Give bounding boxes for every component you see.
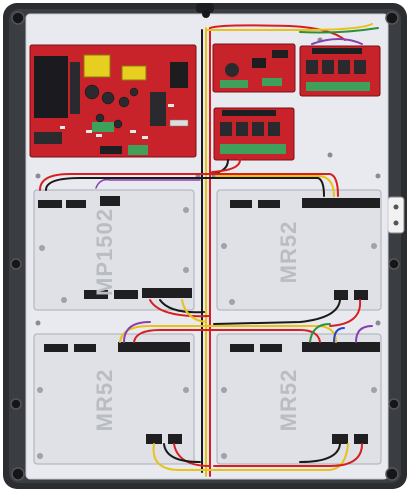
- mounting-hole: [10, 258, 22, 270]
- relay4-connector[interactable]: [312, 48, 362, 54]
- wire-green: [299, 27, 379, 34]
- relay-terminal-green[interactable]: [262, 78, 282, 86]
- relay-terminal-green[interactable]: [220, 80, 248, 88]
- power-supply-board[interactable]: [29, 44, 197, 158]
- transformer: [34, 56, 68, 118]
- mr52-board-bottom-right[interactable]: MR52: [216, 333, 382, 465]
- heatsink: [70, 62, 80, 114]
- hinge-notch-left: [196, 3, 214, 13]
- mounting-hole: [388, 258, 400, 270]
- relay-capacitor: [225, 63, 239, 77]
- wire-black: [159, 299, 205, 314]
- wire-black: [163, 443, 201, 463]
- psu-terminal-block[interactable]: [34, 132, 62, 144]
- wire-red: [209, 24, 346, 41]
- mounting-hole: [10, 398, 22, 410]
- mounting-hole: [11, 11, 25, 25]
- mr52-connectors[interactable]: [44, 342, 190, 444]
- relay4-chips: [220, 122, 280, 136]
- mounting-hole: [388, 398, 400, 410]
- wire-purple: [311, 38, 363, 45]
- relay-module-4ch-middle[interactable]: [213, 107, 295, 161]
- mp1502-board[interactable]: MP1502: [33, 189, 195, 311]
- psu-terminal-green[interactable]: [92, 122, 114, 132]
- wire-black: [213, 299, 341, 325]
- capacitors: [84, 84, 139, 129]
- mr52-board-bottom-left[interactable]: MR52: [33, 333, 195, 465]
- inductor-yellow: [83, 54, 111, 78]
- relay4-terminal-green[interactable]: [306, 82, 370, 91]
- wire-purple: [355, 325, 373, 343]
- wire-red: [133, 329, 321, 343]
- board-label: MR52: [92, 369, 117, 432]
- mounting-hole: [202, 10, 210, 18]
- wire-green: [309, 323, 331, 343]
- mr52-board-face: [33, 333, 195, 465]
- psu-connector-black[interactable]: [100, 146, 122, 154]
- wire-red: [39, 173, 339, 197]
- side-latch[interactable]: [387, 196, 405, 234]
- mp1502-board-face: [33, 189, 195, 311]
- mp1502-connectors[interactable]: [38, 196, 192, 299]
- board-label: MR52: [276, 221, 301, 284]
- mr52-connectors[interactable]: [230, 198, 380, 300]
- heatsink: [150, 92, 166, 126]
- mr52-mount-points: [37, 387, 189, 459]
- mounting-hole: [11, 467, 25, 481]
- latch-hole-upper: [393, 204, 399, 210]
- psu-fuse: [169, 119, 189, 127]
- relay-block: [170, 62, 188, 88]
- wiring-harness: [39, 23, 379, 477]
- mr52-board-face: [216, 333, 382, 465]
- wire-red: [149, 299, 211, 318]
- wire-red: [213, 443, 363, 467]
- board-label: MR52: [276, 369, 301, 432]
- mounting-hole: [385, 467, 399, 481]
- relay4-terminal-green[interactable]: [220, 144, 286, 154]
- relay4-connector[interactable]: [222, 110, 276, 116]
- mp1502-mount-points: [39, 207, 189, 303]
- smd-components: [60, 104, 174, 139]
- mr52-mount-points: [221, 243, 377, 305]
- wire-yellow: [181, 299, 207, 323]
- wire-red: [329, 299, 362, 327]
- wire-blue: [333, 327, 345, 343]
- wire-red: [211, 159, 241, 173]
- relay-module-small[interactable]: [212, 43, 296, 93]
- wire-yellow: [152, 443, 349, 471]
- relay-connector[interactable]: [272, 50, 288, 58]
- latch-hole-lower: [393, 220, 399, 226]
- relay-module-4ch-top[interactable]: [299, 45, 381, 97]
- relay-chip: [252, 58, 266, 68]
- wire-black: [45, 177, 325, 197]
- wire-yellow: [215, 175, 335, 197]
- mr52-board-top-right[interactable]: MR52: [216, 189, 382, 311]
- relay4-chips: [306, 60, 366, 74]
- psu-terminal-green[interactable]: [128, 145, 148, 155]
- mr52-connectors[interactable]: [230, 342, 380, 444]
- wire-purple: [95, 178, 201, 189]
- board-label: MP1502: [92, 208, 117, 296]
- mounting-holes: [10, 10, 400, 481]
- mounting-hole: [385, 11, 399, 25]
- inductor-yellow: [121, 65, 147, 81]
- wire-purple: [123, 321, 151, 343]
- wire-black: [299, 443, 341, 463]
- mr52-board-face: [216, 189, 382, 311]
- wire-yellow: [205, 23, 373, 32]
- mr52-mount-points: [221, 387, 377, 459]
